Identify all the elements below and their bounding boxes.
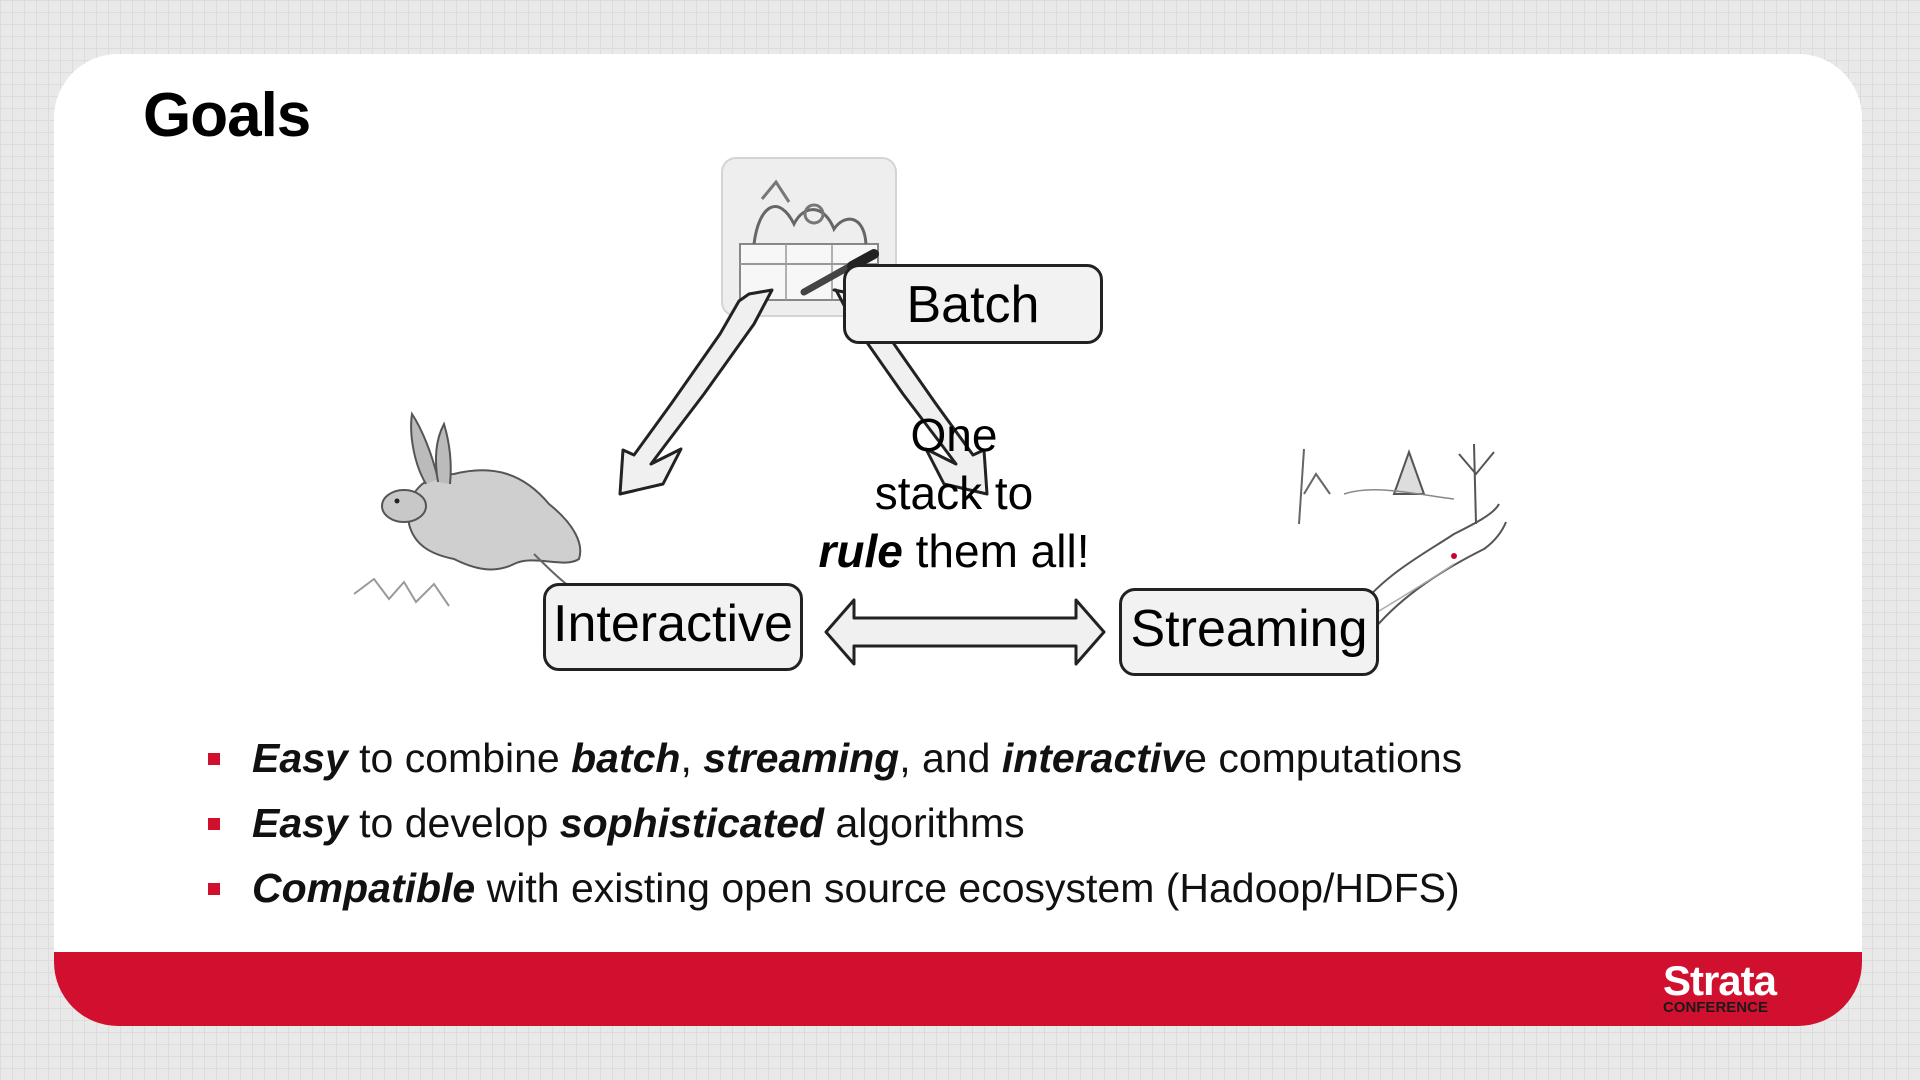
bullet-text: sophisticated: [559, 800, 825, 846]
bullet-text: , and: [899, 735, 1002, 781]
bullet-marker-icon: [208, 753, 220, 765]
bullet-text: Easy: [252, 800, 348, 846]
brand-subtitle: CONFERENCE: [1662, 999, 1768, 1016]
bullet-marker-icon: [208, 818, 220, 830]
bullet-text: streaming: [703, 735, 900, 781]
brand-name: Strata: [1662, 957, 1777, 1004]
bullet-item: Compatible with existing open source eco…: [208, 856, 1462, 921]
footer-band: [54, 952, 1862, 1026]
bullet-text: ,: [680, 735, 704, 781]
node-interactive: Interactive: [543, 583, 803, 671]
node-streaming: Streaming: [1119, 588, 1379, 676]
bullet-list: Easy to combine batch, streaming, and in…: [208, 726, 1462, 921]
brand-logo: Strata CONFERENCE: [1662, 957, 1777, 1016]
node-batch-label: Batch: [906, 276, 1040, 334]
center-caption: One stack to rule them all!: [804, 406, 1104, 580]
rabbit-icon: [353, 411, 595, 607]
arrow-interactive-streaming: [824, 598, 1106, 666]
node-streaming-label: Streaming: [1130, 600, 1368, 658]
bullet-text: with existing open source ecosystem (Had…: [475, 865, 1460, 911]
slide-title: Goals: [143, 81, 311, 150]
bullet-item: Easy to combine batch, streaming, and in…: [208, 726, 1462, 791]
bullet-text: to combine: [347, 735, 572, 781]
bullet-text: Compatible: [252, 865, 476, 911]
bullet-text: batch: [571, 735, 681, 781]
bullet-text: Easy: [252, 735, 348, 781]
river-icon: [1298, 443, 1507, 630]
center-caption-rest: them all!: [902, 525, 1090, 577]
bullet-text: e computations: [1184, 735, 1463, 781]
bullet-item: Easy to develop sophisticated algorithms: [208, 791, 1462, 856]
bullet-text: interactiv: [1001, 735, 1185, 781]
center-caption-line2: stack to: [874, 467, 1034, 519]
center-caption-emphasis: rule: [818, 525, 903, 577]
center-caption-line3: rule them all!: [804, 522, 1104, 580]
arrow-batch-interactive: [618, 288, 774, 496]
slide: Goals: [54, 54, 1862, 1026]
bullet-marker-icon: [208, 883, 220, 895]
center-caption-line1: One: [910, 409, 998, 461]
bullet-text: to develop: [347, 800, 560, 846]
node-batch: Batch: [843, 264, 1103, 344]
bullet-text: algorithms: [824, 800, 1025, 846]
node-interactive-label: Interactive: [553, 595, 793, 653]
